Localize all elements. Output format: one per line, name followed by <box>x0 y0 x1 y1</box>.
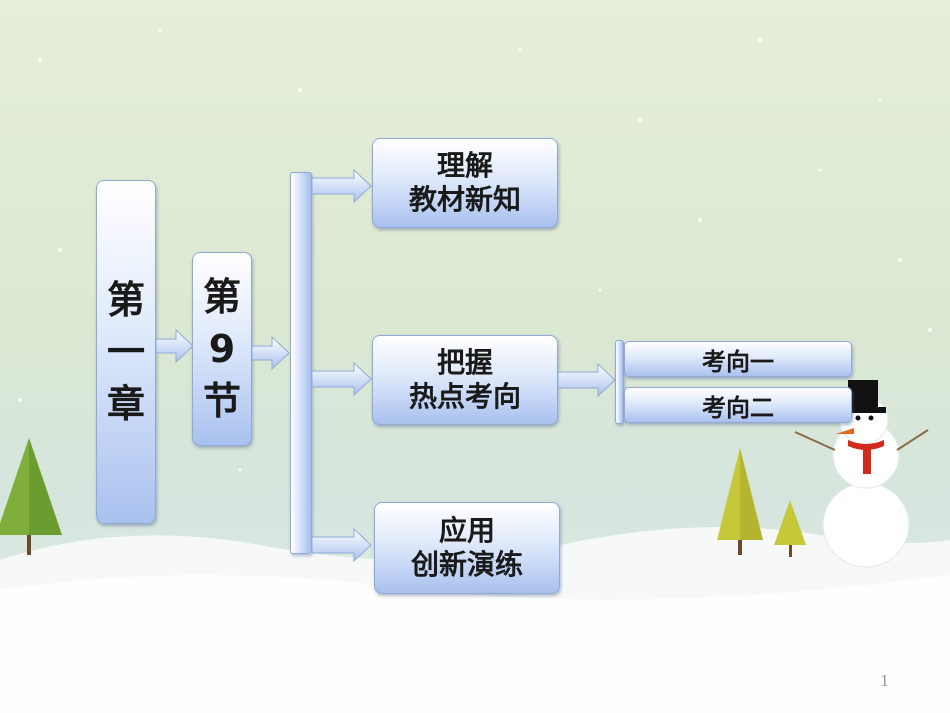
sub-item-direction-2: 考向二 <box>624 387 852 423</box>
section-char: 第 <box>202 275 241 319</box>
chapter-char: 第 <box>106 278 145 322</box>
arrow-right-icon <box>252 335 290 371</box>
arrow-right-icon <box>156 328 194 364</box>
sub-item-label: 考向一 <box>702 347 774 376</box>
branch-box-practice: 应用 创新演练 <box>374 502 560 594</box>
page-number: 1 <box>880 672 890 690</box>
branch-box-understand: 理解 教材新知 <box>372 138 558 228</box>
sub-item-label: 考向二 <box>702 393 774 422</box>
branch-box-hotspots: 把握 热点考向 <box>372 335 558 425</box>
arrow-right-icon <box>312 527 372 563</box>
section-box: 第 9 节 <box>192 252 252 446</box>
arrow-right-icon <box>558 362 616 398</box>
section-char: 节 <box>202 379 241 423</box>
branch-line: 把握 <box>436 346 493 379</box>
branch-line: 创新演练 <box>410 548 523 581</box>
chapter-box: 第 一 章 <box>96 180 156 524</box>
branch-line: 应用 <box>438 514 495 547</box>
chapter-char: 一 <box>106 330 145 374</box>
arrow-right-icon <box>312 168 372 204</box>
sub-item-direction-1: 考向一 <box>624 341 852 377</box>
branch-line: 教材新知 <box>408 183 521 216</box>
branch-line: 热点考向 <box>408 380 521 413</box>
branch-line: 理解 <box>436 149 493 182</box>
section-char: 9 <box>208 327 236 371</box>
chapter-char: 章 <box>106 382 145 426</box>
sub-connector-bar <box>615 340 624 424</box>
arrow-right-icon <box>312 361 372 397</box>
branch-connector-bar <box>290 172 312 554</box>
